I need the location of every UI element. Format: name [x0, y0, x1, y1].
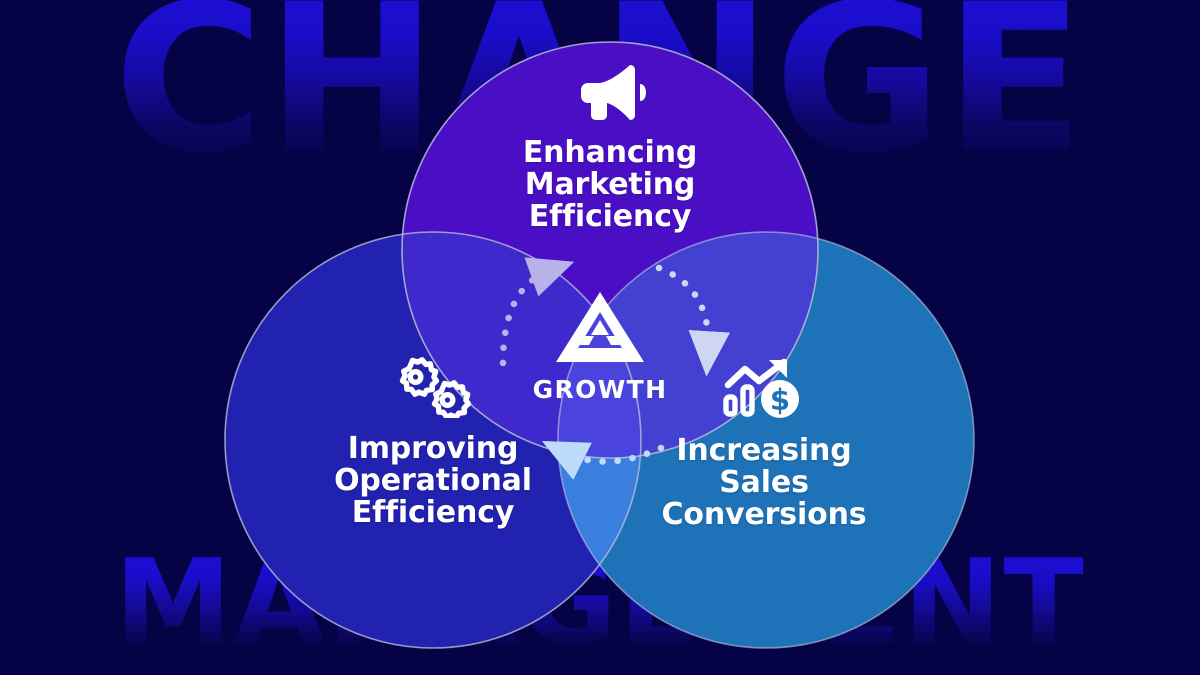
- circle-outline-top: [401, 41, 819, 459]
- connector-right-to-left-icon: [541, 440, 665, 480]
- circle-outline-left: [224, 231, 642, 649]
- connector-top-to-right-icon: [655, 264, 731, 377]
- circle-outline-right: [557, 231, 975, 649]
- connector-left-to-top-icon: [499, 257, 575, 367]
